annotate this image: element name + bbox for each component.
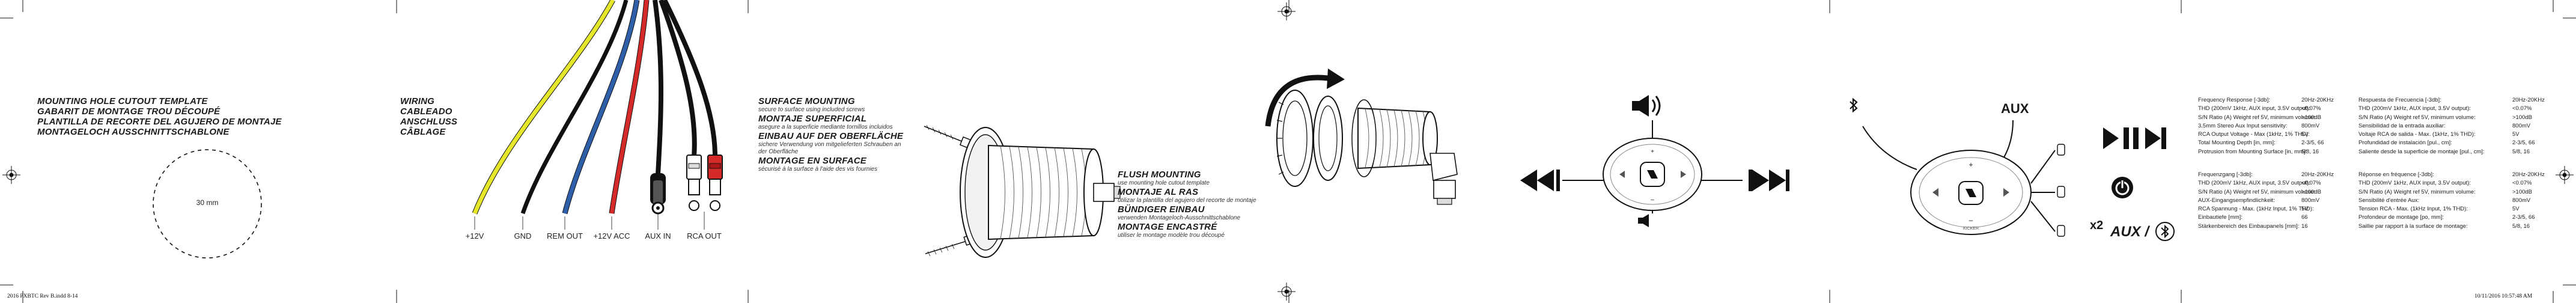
- spec-row: THD (200mV 1kHz, AUX input, 3.5V output)…: [2198, 180, 2321, 187]
- spec-row: RCA Spannung - Max. (1kHz Input, 1% THD)…: [2198, 206, 2314, 213]
- cutout-heading-fr: GABARIT DE MONTAGE TROU DÉCOUPÉ: [37, 106, 221, 117]
- spec-row: Frequency Response [-3db]:20Hz-20KHz: [2198, 97, 2334, 103]
- specs-en: Frequency Response [-3db]:20Hz-20KHz THD…: [2198, 96, 2348, 156]
- flush-sub-fr: utiliser le montage modèle trou découpé: [1118, 232, 1225, 239]
- spec-row: Sensibilidad de la entrada auxiliar:800m…: [2358, 122, 2531, 129]
- surface-sub-fr: sécurisé à la surface à l'aide des vis f…: [758, 166, 878, 173]
- surface-sub-es: asegure a la superficie mediante tornill…: [758, 124, 893, 130]
- spec-row: Respuesta de Frecuencia [-3db]:20Hz-20KH…: [2358, 97, 2545, 103]
- spec-row: Saillie par rapport à la surface de mont…: [2358, 222, 2530, 230]
- spec-row: S/N Ratio (A) Weight ref 5V, minimum vol…: [2198, 114, 2322, 121]
- cutout-heading-en: MOUNTING HOLE CUTOUT TEMPLATE: [37, 96, 208, 106]
- spec-row: Einbautiefe [mm]:66: [2198, 214, 2308, 221]
- wiring-heading-en: WIRING: [400, 96, 435, 106]
- specs-es: Respuesta de Frecuencia [-3db]:20Hz-20KH…: [2358, 96, 2551, 156]
- wire-label-rem-out: REM OUT: [547, 231, 583, 240]
- spec-row: Profondeur de montage [po, mm]:2-3/5, 66: [2358, 214, 2535, 221]
- flush-sub-de: verwenden Montageloch-Ausschnittschablon…: [1118, 215, 1241, 221]
- svg-text:KICKER: KICKER: [1963, 227, 1979, 231]
- cutout-diameter-label: 30 mm: [196, 198, 219, 207]
- surface-heading-fr: MONTAGE EN SURFACE: [758, 156, 866, 166]
- wiring-heading-es: CABLEADO: [400, 106, 452, 117]
- spec-row: Tension RCA - Max. (1kHz Input, 1% THD):…: [2358, 206, 2520, 213]
- spec-row: AUX-Eingangsempfindlichkeit:800mV: [2198, 197, 2320, 204]
- spec-row: Saliente desde la superficie de montaje …: [2358, 148, 2530, 155]
- footer-file-name: 2016 PXBTC Rev B.indd 8-14: [7, 293, 78, 299]
- double-press-label: x2: [2090, 219, 2104, 232]
- aux-label: AUX: [2001, 101, 2029, 116]
- wire-label-gnd: GND: [514, 231, 532, 240]
- flush-heading-fr: MONTAGE ENCASTRÉ: [1118, 222, 1217, 232]
- wire-label-12v-acc: +12V ACC: [593, 231, 630, 240]
- spec-row: Réponse en fréquence [-3db]:20Hz-20KHz: [2358, 171, 2545, 178]
- spec-row: Protrusion from Mounting Surface [in, mm…: [2198, 148, 2319, 155]
- surface-sub-de: sichere Verwendung von mitgelieferten Sc…: [758, 141, 901, 155]
- specs-de: Frequenzgang [-3db]:20Hz-20KHz THD (200m…: [2198, 171, 2348, 231]
- cutout-headings: MOUNTING HOLE CUTOUT TEMPLATE GABARIT DE…: [37, 96, 350, 137]
- spec-row: 3.5mm Stereo Aux Input sensitivity:800mV: [2198, 122, 2320, 129]
- surface-heading-de: EINBAU AUF DER OBERFLÄCHE: [758, 131, 904, 141]
- spec-row: Profundidad de instalación [pul., cm]:2-…: [2358, 139, 2535, 147]
- surface-heading-es: MONTAJE SUPERFICIAL: [758, 114, 867, 124]
- svg-text:–: –: [1969, 216, 1973, 224]
- footer-timestamp: 10/11/2016 10:57:48 AM: [2474, 293, 2533, 299]
- specs-fr: Réponse en fréquence [-3db]:20Hz-20KHz T…: [2358, 171, 2551, 231]
- flush-sub-es: utilizar la plantilla del agujero del re…: [1118, 197, 1256, 204]
- spec-row: S/N Ratio (A) Weight ref 5V, minimum vol…: [2358, 114, 2533, 121]
- surface-mounting-text: SURFACE MOUNTING secure to surface using…: [758, 96, 987, 173]
- spec-row: THD (200mV 1kHz, AUX input, 3.5V output)…: [2358, 180, 2532, 187]
- svg-text:+: +: [1651, 148, 1654, 155]
- spec-row: Total Mounting Depth [in, mm]:2-3/5, 66: [2198, 139, 2324, 147]
- spec-row: Voltaje RCA de salida - Max. (1kHz, 1% T…: [2358, 131, 2520, 138]
- svg-text:–: –: [1651, 197, 1654, 203]
- flush-mounting-text: FLUSH MOUNTING use mounting hole cutout …: [1118, 170, 1334, 239]
- spec-row: S/N Ratio (A) Weight ref 5V, minimum vol…: [2358, 188, 2533, 195]
- flush-heading-en: FLUSH MOUNTING: [1118, 170, 1201, 180]
- aux-bluetooth-toggle-label: AUX /: [2110, 224, 2149, 240]
- wiring-headings: WIRING CABLEADO ANSCHLUSS CÂBLAGE: [400, 96, 457, 137]
- spec-row: THD (200mV 1kHz, AUX input, 3.5V output)…: [2198, 105, 2321, 112]
- cutout-heading-de: MONTAGELOCH AUSSCHNITTSCHABLONE: [37, 127, 230, 137]
- flush-heading-de: BÜNDIGER EINBAU: [1118, 204, 1205, 215]
- wiring-heading-fr: CÂBLAGE: [400, 127, 446, 137]
- surface-sub-en: secure to surface using included screws: [758, 106, 865, 113]
- svg-text:+: +: [1969, 161, 1973, 169]
- spec-row: Stärkenbereich des Einbaupanels [mm]:16: [2198, 222, 2308, 230]
- cutout-heading-es: PLANTILLA DE RECORTE DEL AGUJERO DE MONT…: [37, 117, 282, 127]
- spec-row: S/N Ratio (A) Weight ref 5V, minimum vol…: [2198, 188, 2322, 195]
- spec-row: THD (200mV 1kHz, AUX input, 3.5V output)…: [2358, 105, 2532, 112]
- spec-row: RCA Output Voltage - Max (1kHz, 1% THD):…: [2198, 131, 2310, 138]
- wire-label-12v: +12V: [465, 231, 484, 240]
- wiring-heading-de: ANSCHLUSS: [400, 117, 458, 127]
- spec-row: Frequenzgang [-3db]:20Hz-20KHz: [2198, 171, 2334, 178]
- surface-heading-en: SURFACE MOUNTING: [758, 96, 855, 106]
- flush-sub-en: use mounting hole cutout template: [1118, 180, 1210, 186]
- spec-row: Sensibilité d'entrée Aux:800mV: [2358, 197, 2531, 204]
- wire-label-aux-in: AUX IN: [645, 231, 671, 240]
- wire-label-rca-out: RCA OUT: [687, 231, 722, 240]
- flush-heading-es: MONTAJE AL RAS: [1118, 187, 1199, 197]
